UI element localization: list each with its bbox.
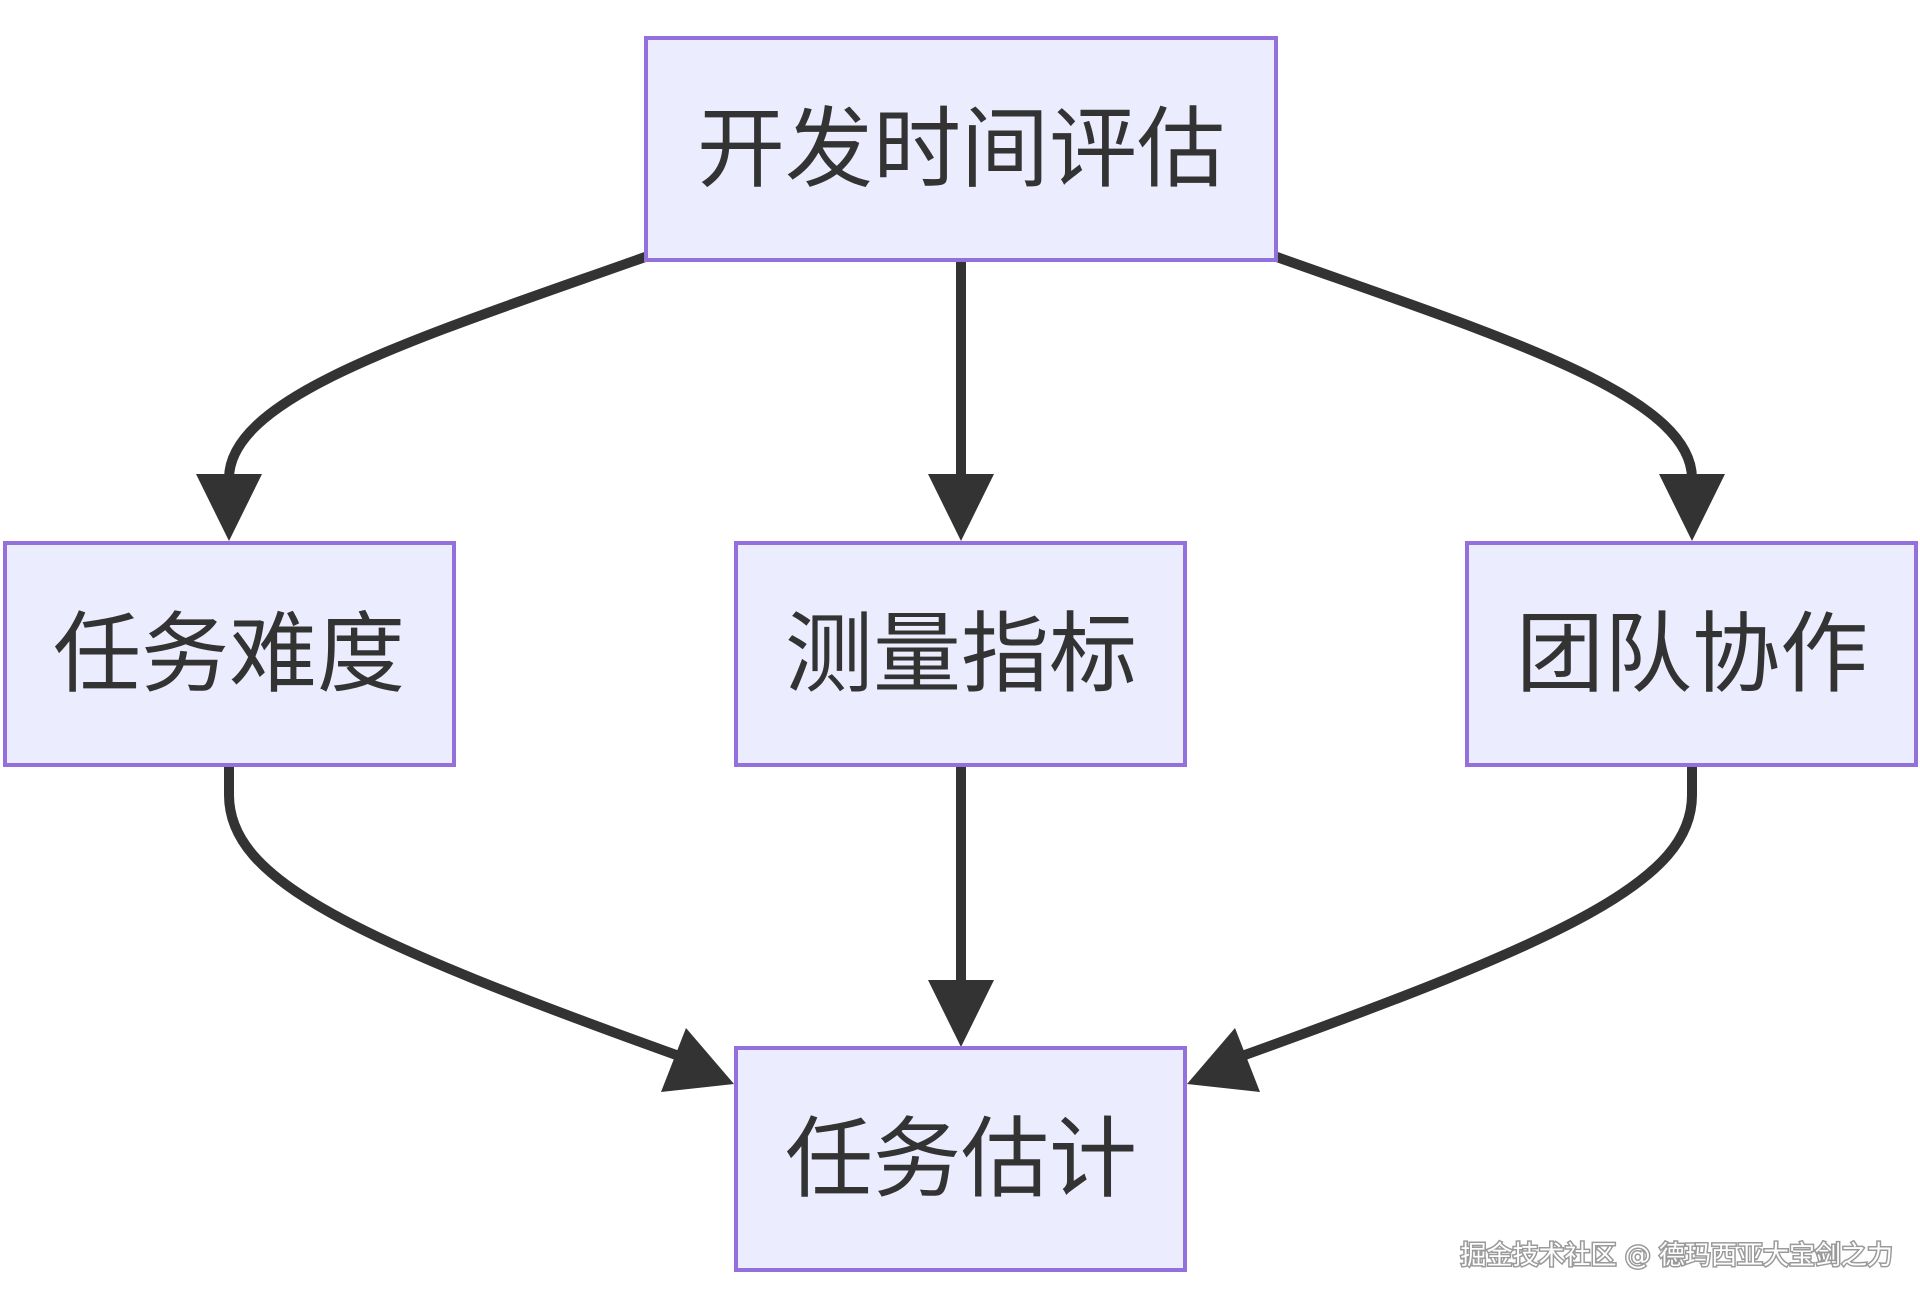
- arrowhead-top-to-middle: [928, 474, 994, 541]
- edge-top-to-left: [224, 251, 650, 479]
- node-left: 任务难度: [3, 541, 456, 767]
- arrowhead-middle-to-bottom: [928, 980, 994, 1047]
- node-top: 开发时间评估: [644, 36, 1278, 262]
- arrowhead-top-to-left: [196, 474, 262, 541]
- node-right: 团队协作: [1465, 541, 1918, 767]
- node-middle: 测量指标: [734, 541, 1187, 767]
- node-bottom: 任务估计: [734, 1046, 1187, 1272]
- edge-top-to-right: [1272, 251, 1697, 479]
- node-bottom-label: 任务估计: [785, 1108, 1137, 1211]
- node-middle-label: 测量指标: [785, 603, 1137, 706]
- node-top-label: 开发时间评估: [697, 98, 1225, 201]
- node-left-label: 任务难度: [53, 603, 405, 706]
- watermark-text: 掘金技术社区 @ 德玛西亚大宝剑之力: [1460, 1241, 1893, 1271]
- arrowhead-left-to-bottom: [661, 1028, 734, 1092]
- arrowhead-right-to-bottom: [1187, 1028, 1260, 1092]
- edge-right-to-bottom: [1229, 767, 1697, 1065]
- edge-left-to-bottom: [224, 767, 692, 1065]
- node-right-label: 团队协作: [1516, 603, 1868, 706]
- arrowhead-top-to-right: [1659, 474, 1725, 541]
